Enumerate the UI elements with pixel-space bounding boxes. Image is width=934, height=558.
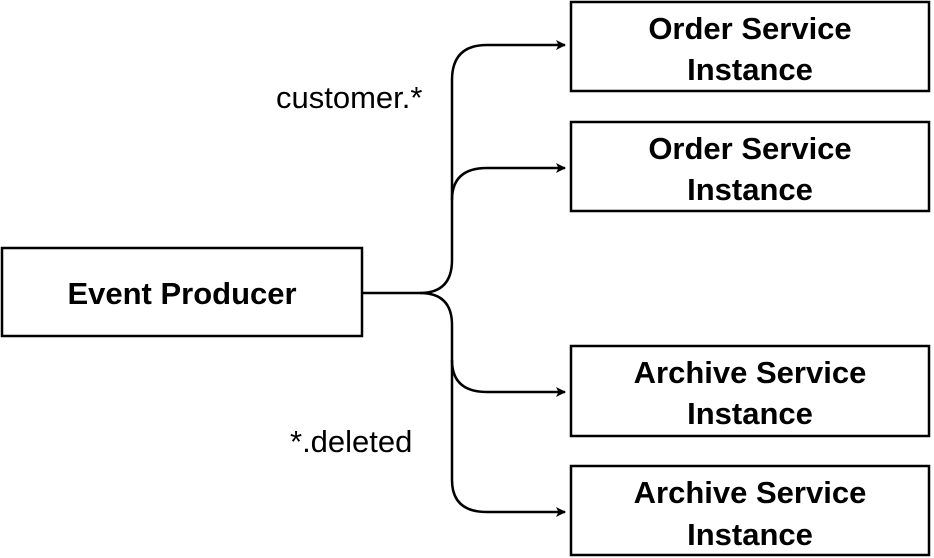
archive-service-node-2-line1: Archive Service <box>634 475 867 510</box>
archive-service-node-1: Archive Service Instance <box>569 344 931 438</box>
connectors <box>362 40 566 517</box>
archive-service-node-1-line1: Archive Service <box>634 355 867 390</box>
order-service-node-1: Order Service Instance <box>569 0 931 93</box>
archive-service-node-2: Archive Service Instance <box>569 464 931 557</box>
routing-key-label-deleted: *.deleted <box>290 424 412 459</box>
order-service-node-2-line1: Order Service <box>648 131 851 166</box>
edge-to-archive-service-2 <box>450 360 566 517</box>
archive-service-node-2-line2: Instance <box>687 517 813 552</box>
edge-to-order-service-2 <box>450 163 566 201</box>
order-service-node-1-line1: Order Service <box>648 11 851 46</box>
order-service-node-2: Order Service Instance <box>569 120 931 213</box>
edge-to-archive-service-1 <box>419 291 566 397</box>
archive-service-node-1-line2: Instance <box>687 396 813 431</box>
order-service-node-1-line2: Instance <box>687 52 813 87</box>
event-producer-node: Event Producer <box>0 246 364 338</box>
routing-key-label-customer: customer.* <box>276 80 422 115</box>
order-service-node-2-line2: Instance <box>687 172 813 207</box>
event-producer-label: Event Producer <box>67 276 296 311</box>
edge-to-order-service-1 <box>362 40 566 295</box>
